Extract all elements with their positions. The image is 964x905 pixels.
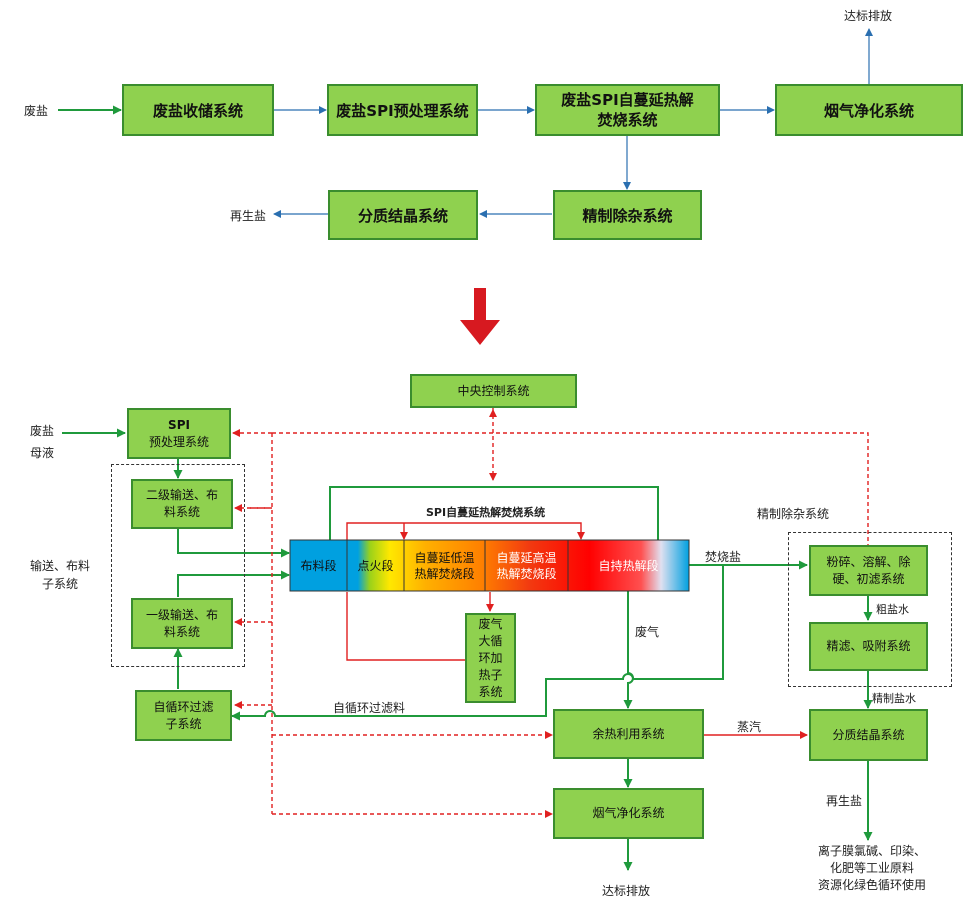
self-filter-box[interactable]: 自循环过滤 子系统 [135, 690, 232, 741]
conv1-line2: 料系统 [163, 624, 200, 639]
crystal-box[interactable]: 分质结晶系统 [809, 709, 928, 761]
conv2-line2: 料系统 [163, 505, 200, 519]
top-burn-box[interactable]: 废盐SPI自蔓延热解 焚烧系统 [535, 84, 720, 136]
spi-pretreat-box[interactable]: SPI 预处理系统 [127, 408, 231, 459]
gas-heater-box[interactable]: 废气大循环加热子系统 [465, 613, 516, 703]
segment-high-temp: 自蔓延高温 热解焚烧段 [485, 541, 568, 590]
top-salt-collection-box[interactable]: 废盐收储系统 [122, 84, 274, 136]
conveying-group-label-line1: 输送、布料 [30, 559, 91, 573]
burned-salt-label: 焚烧盐 [705, 550, 742, 564]
top-refine-box[interactable]: 精制除杂系统 [553, 190, 702, 240]
crush-line2: 硬、初滤系统 [832, 571, 905, 586]
usage-text: 离子膜氯碱、印染、 化肥等工业原料 资源化绿色循环使用 [808, 843, 936, 894]
top-salt-output-label: 再生盐 [230, 209, 267, 223]
gas-heater-char: 热 [478, 667, 491, 682]
flue-gas-box[interactable]: 烟气净化系统 [553, 788, 704, 839]
segment-ignition: 点火段 [357, 558, 394, 573]
refined-brine-label: 精制盐水 [872, 692, 916, 705]
conveying-group-frame [111, 464, 245, 667]
top-pretreat-box[interactable]: 废盐SPI预处理系统 [327, 84, 478, 136]
bottom-flow-lines [62, 428, 873, 871]
heat-recovery-box[interactable]: 余热利用系统 [553, 709, 704, 759]
segment-low-temp: 自蔓延低温 热解焚烧段 [404, 541, 485, 590]
filter-line2: 子系统 [165, 716, 202, 731]
top-input-label: 废盐 [24, 104, 49, 118]
input-salt-label: 废盐 [30, 424, 55, 438]
conveying-group-label-line2: 子系统 [42, 577, 79, 591]
emission-label: 达标排放 [602, 884, 651, 898]
gas-heater-char: 系 [478, 684, 491, 699]
secondary-conveying-box[interactable]: 二级输送、布 料系统 [131, 479, 233, 529]
central-control-box[interactable]: 中央控制系统 [410, 374, 577, 408]
seg4-line2: 热解焚烧段 [496, 566, 557, 581]
crush-line1: 粉碎、溶解、除 [826, 554, 911, 569]
input-liquor-label: 母液 [30, 446, 55, 460]
control-lines [232, 408, 872, 818]
furnace-body [289, 539, 690, 592]
seg3-line1: 自蔓延低温 [414, 550, 475, 565]
gas-heater-char: 循 [490, 633, 503, 648]
top-burn-line2: 焚烧系统 [597, 111, 658, 129]
conv2-line1: 二级输送、布 [145, 488, 218, 502]
furnace-title: SPI自蔓延热解焚烧系统 [426, 506, 546, 519]
spi-line2: 预处理系统 [148, 434, 209, 449]
top-burn-line1: 废盐SPI自蔓延热解 [561, 91, 694, 109]
furnace-dividers [346, 540, 569, 591]
segment-self-sustain: 自持热解段 [598, 558, 659, 573]
usage-line2: 化肥等工业原料 [829, 861, 914, 875]
refine-group-frame [788, 532, 952, 687]
refine-group-label: 精制除杂系统 [757, 507, 830, 521]
seg3-line2: 热解焚烧段 [414, 566, 475, 581]
conv1-line1: 一级输送、布 [145, 607, 218, 622]
usage-line1: 离子膜氯碱、印染、 [817, 844, 926, 858]
self-filter-material-label: 自循环过滤料 [333, 701, 406, 715]
spi-line1: SPI [168, 417, 190, 432]
conveying-group-label: 输送、布料 子系统 [30, 557, 90, 593]
crush-dissolve-box[interactable]: 粉碎、溶解、除 硬、初滤系统 [809, 545, 928, 596]
steam-label: 蒸汽 [737, 720, 762, 734]
primary-conveying-box[interactable]: 一级输送、布 料系统 [131, 598, 233, 649]
gas-heater-char: 大 [478, 633, 491, 648]
gas-heater-char: 废 [478, 616, 491, 631]
fine-filter-box[interactable]: 精滤、吸附系统 [809, 622, 928, 671]
top-crystal-box[interactable]: 分质结晶系统 [328, 190, 478, 240]
heat-loop-lines [346, 522, 585, 661]
gas-heater-text: 废气大循环加热子系统 [475, 616, 506, 701]
top-emission-label: 达标排放 [844, 9, 893, 23]
gas-heater-char: 子 [490, 667, 503, 682]
gas-heater-char: 统 [490, 684, 503, 699]
filter-line1: 自循环过滤 [153, 699, 214, 714]
segment-feeding: 布料段 [300, 558, 337, 573]
waste-gas-label: 废气 [635, 625, 660, 639]
transition-arrow-icon [460, 288, 500, 345]
crude-brine-label: 粗盐水 [876, 603, 909, 616]
gas-heater-char: 加 [490, 650, 503, 665]
regen-salt-label: 再生盐 [826, 794, 863, 808]
seg4-line1: 自蔓延高温 [496, 550, 557, 565]
top-flue-box[interactable]: 烟气净化系统 [775, 84, 963, 136]
gas-heater-char: 气 [490, 616, 503, 631]
top-flow-lines [58, 28, 873, 218]
gas-heater-char: 环 [478, 650, 491, 665]
usage-line3: 资源化绿色循环使用 [817, 878, 926, 892]
